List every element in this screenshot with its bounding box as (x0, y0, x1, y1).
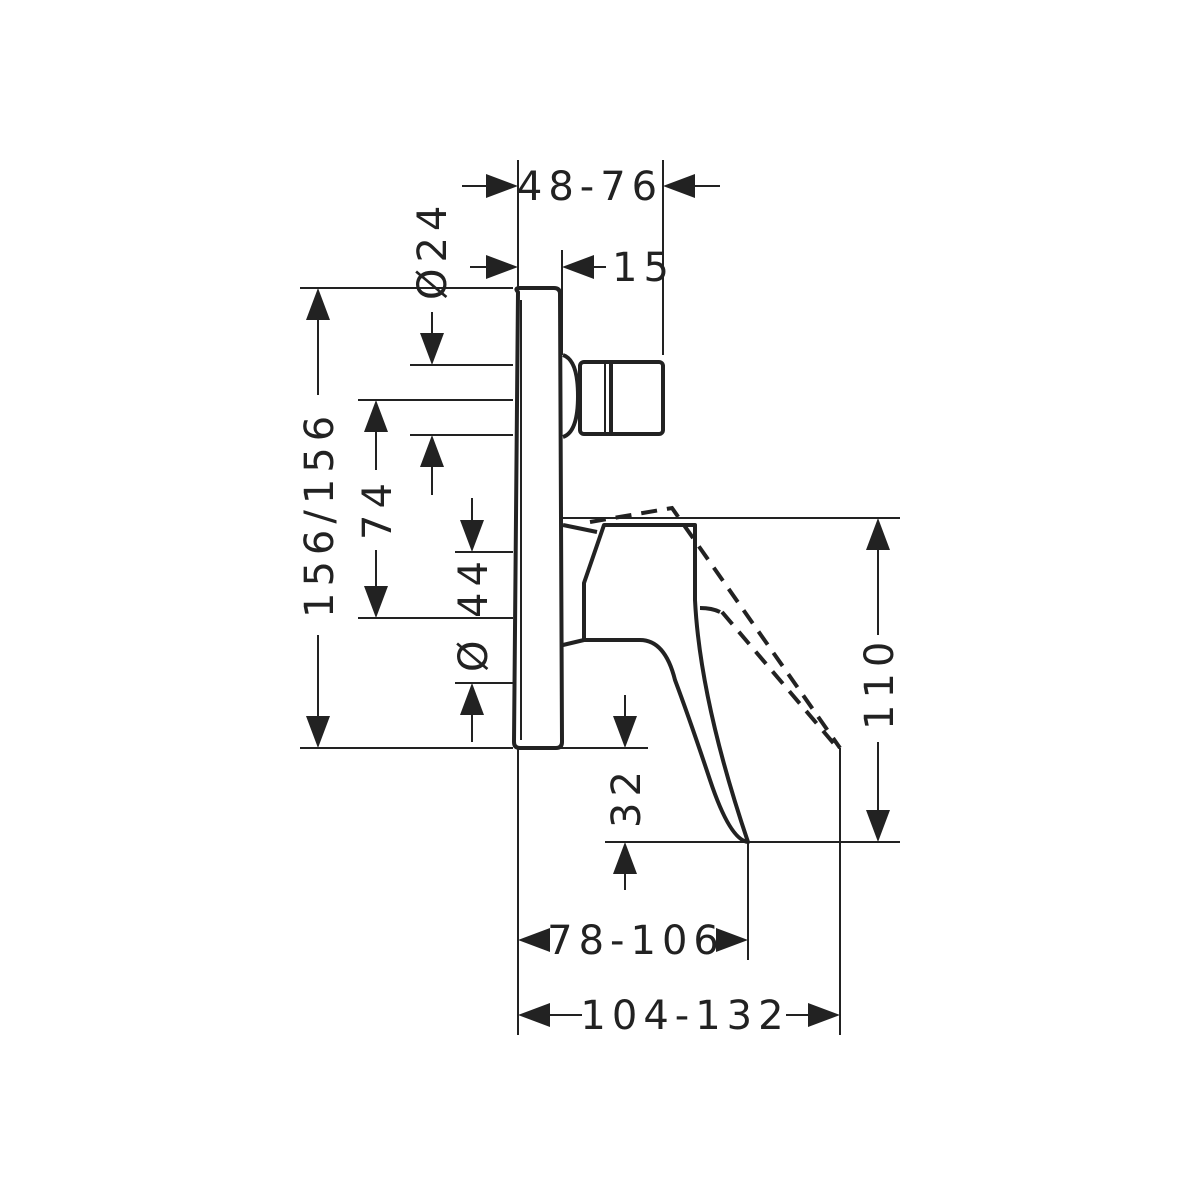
dim-spout-height: 110 (563, 517, 903, 842)
dim-diverter: 15 Ø24 (300, 200, 675, 495)
dim-label-cartridge-dia: 44 (451, 555, 497, 618)
diverter-knob (562, 353, 665, 439)
dim-spout-projection: 78-106 (517, 748, 749, 1035)
diameter-symbol: Ø (451, 635, 497, 672)
dim-label-plate-height: 156/156 (297, 410, 343, 618)
dim-plate-height: 156/156 (297, 288, 513, 749)
dim-spout-drop: 32 (560, 695, 900, 890)
dim-label-handle-projection: 104-132 (580, 993, 789, 1039)
dim-handle-projection: 104-132 (518, 748, 841, 1039)
handle-swing-dashed (589, 505, 842, 750)
mixer-handle (562, 523, 750, 844)
dim-depth-top: 48-76 (462, 160, 720, 355)
dim-cartridge: 44 Ø (451, 498, 513, 742)
wall-plate (512, 286, 564, 750)
dim-label-depth: 48-76 (517, 164, 663, 210)
dim-label-spout-drop: 32 (604, 765, 650, 828)
dim-label-spout-projection: 78-106 (547, 918, 725, 964)
dim-label-spacing: 74 (355, 477, 401, 540)
dim-label-diverter-offset: 15 (612, 245, 675, 291)
dim-label-spout-height: 110 (857, 636, 903, 730)
dim-spacing: 74 (355, 399, 513, 619)
dim-label-diverter-dia: Ø24 (410, 200, 456, 300)
